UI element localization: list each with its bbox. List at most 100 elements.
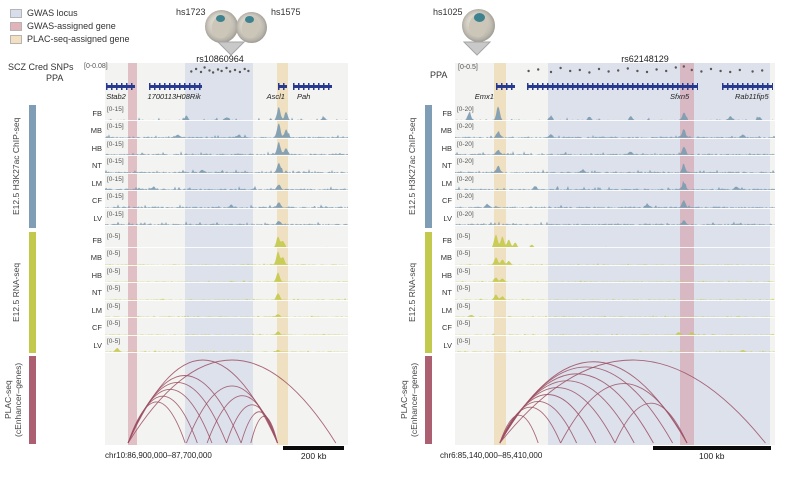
lacz-stain: [215, 15, 225, 23]
chip-track-CF: [0-20]: [455, 192, 775, 209]
legend-swatch-gwas-locus: [10, 8, 22, 18]
track-range: [0-20]: [457, 158, 474, 166]
rna-track-FB: [0-5]: [455, 232, 775, 249]
rna-track-CF: [0-5]: [105, 319, 348, 336]
scale-bar-group: 200 kb: [283, 446, 345, 461]
tissue-label-NT: NT: [92, 288, 102, 298]
embryo-image-hs1723: [205, 10, 238, 43]
tissue-label-LV: LV: [93, 340, 102, 350]
rna-track-MB: [0-5]: [455, 249, 775, 266]
track-range: [0-5]: [457, 337, 471, 345]
track-range: [0-15]: [107, 210, 124, 218]
ppa-label: PPA: [430, 70, 448, 80]
track-range: [0-5]: [457, 267, 471, 275]
gene-model-Ascl1: [277, 83, 287, 90]
lead-snp-label: rs62148129: [621, 54, 669, 64]
tissue-label-LV: LV: [93, 213, 102, 223]
chip-track-FB: [0-15]: [105, 105, 348, 122]
tissue-label-NT: NT: [92, 161, 102, 171]
track-range: [0-20]: [457, 123, 474, 131]
tissue-label-LV: LV: [443, 213, 452, 223]
tissue-label-LM: LM: [91, 178, 102, 188]
track-range: [0-15]: [107, 123, 124, 131]
gene-label: Emx1: [474, 92, 494, 101]
track-range: [0-5]: [457, 250, 471, 258]
highlight-band-gwas-locus: [547, 63, 771, 445]
gene-model-Rab11fip5: [722, 83, 774, 90]
chip-track-NT: [0-20]: [455, 157, 775, 174]
down-arrow-icon: [463, 41, 491, 56]
gene-label: Stab2: [106, 92, 126, 101]
rna-track-CF: [0-5]: [455, 319, 775, 336]
chip-section-label: E12.5 H3K27ac ChIP-seq: [407, 117, 417, 216]
lead-snp-label: rs10860964: [196, 54, 244, 64]
rna-track-LV: [0-5]: [105, 337, 348, 354]
track-range: [0-5]: [457, 233, 471, 240]
legend: GWAS locus GWAS-assigned gene PLAC-seq-a…: [10, 8, 130, 47]
track-range: [0-20]: [457, 106, 474, 113]
tissue-label-CF: CF: [442, 323, 452, 333]
cred-snp-dots: [527, 65, 764, 74]
rna-track-NT: [0-5]: [455, 284, 775, 301]
gene-model-Pah: [293, 83, 333, 90]
tissue-label-MB: MB: [90, 253, 102, 263]
tissue-label-FB: FB: [442, 236, 452, 245]
rna-section-bar: [425, 232, 432, 353]
cred-snp-dots: [190, 66, 250, 74]
tissue-label-CF: CF: [442, 196, 452, 206]
lacz-stain: [244, 16, 254, 24]
down-arrow-icon: [217, 41, 245, 56]
plac-label-line1: PLAC-seq: [3, 380, 13, 420]
plac-section-label: PLAC-seq (cEnhancer–genes): [399, 356, 419, 444]
ppa-range: [0-0.08]: [84, 63, 108, 70]
tissue-label-FB: FB: [442, 109, 452, 118]
region-coordinates: chr6:85,140,000–85,410,000: [440, 451, 543, 460]
embryo-label-hs1025: hs1025: [433, 7, 463, 17]
gene-label: Ascl1: [266, 92, 285, 101]
legend-swatch-plac-gene: [10, 34, 22, 44]
tissue-label-HB: HB: [441, 143, 452, 153]
ppa-label: PPA: [46, 73, 64, 83]
track-range: [0-5]: [107, 250, 121, 258]
scale-bar: [652, 446, 771, 450]
track-range: [0-20]: [457, 193, 474, 201]
plac-label-line2: (cEnhancer–genes): [13, 362, 23, 438]
rna-track-MB: [0-5]: [105, 249, 348, 266]
tissue-label-LM: LM: [441, 305, 452, 315]
tissue-label-MB: MB: [440, 126, 452, 136]
track-range: [0-5]: [107, 267, 121, 275]
chip-track-LV: [0-15]: [105, 210, 348, 227]
gene-model-Sfxn5: [527, 83, 699, 90]
track-range: [0-5]: [457, 285, 471, 293]
plac-section-label: PLAC-seq (cEnhancer–genes): [3, 356, 23, 444]
rna-track-LV: [0-5]: [455, 337, 775, 354]
tissue-label-LM: LM: [441, 178, 452, 188]
plac-seq-arcs: [499, 359, 766, 444]
scale-label: 100 kb: [699, 451, 725, 461]
lacz-stain: [473, 12, 485, 22]
legend-label: GWAS-assigned gene: [27, 21, 116, 31]
tissue-label-HB: HB: [91, 270, 102, 280]
gene-label: Sfxn5: [670, 92, 690, 101]
chip-track-LM: [0-20]: [455, 175, 775, 192]
track-range: [0-20]: [457, 210, 474, 218]
legend-label: GWAS locus: [27, 8, 78, 18]
tissue-label-LV: LV: [443, 340, 452, 350]
highlight-band-gwas-gene: [127, 63, 137, 445]
scale-label: 200 kb: [300, 451, 327, 461]
gene-model-Stab2: [106, 83, 136, 90]
track-range: [0-5]: [107, 302, 121, 310]
legend-item-gwas-locus: GWAS locus: [10, 8, 130, 18]
tissue-label-FB: FB: [92, 236, 102, 245]
plac-section-bar: [425, 356, 432, 444]
embryo-label-hs1723: hs1723: [176, 7, 206, 17]
chip-track-FB: [0-20]: [455, 105, 775, 122]
gene-model-1700113H08Rik: [148, 83, 203, 90]
tissue-label-HB: HB: [91, 143, 102, 153]
